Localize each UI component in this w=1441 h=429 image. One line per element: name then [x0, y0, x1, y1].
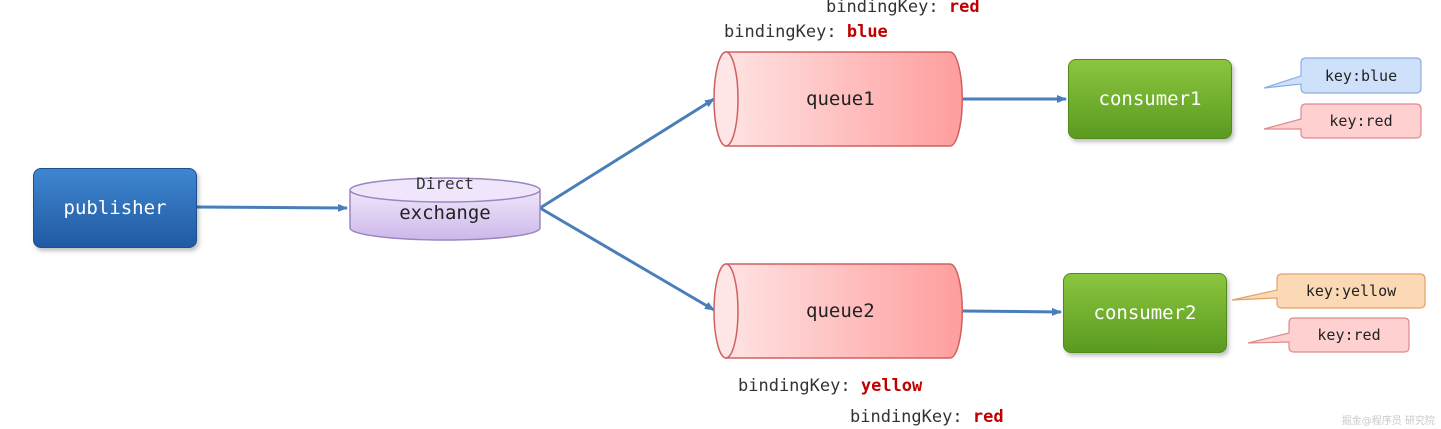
callout-consumer2-key-yellow: key:yellow: [1305, 282, 1397, 300]
callout-consumer2-key-red: key:red: [1317, 326, 1381, 344]
binding-key-value: red: [948, 0, 980, 17]
watermark: 掘金@程序员 研究院: [1341, 416, 1435, 427]
callout-shape-c2-yellow: [1231, 273, 1426, 309]
arrow-publisher-exchange: [195, 203, 348, 212]
arrow-exchange-queue2: [539, 206, 715, 312]
publisher-node: publisher: [33, 168, 197, 248]
callout-shape-c2-red: [1247, 317, 1410, 353]
binding-key-queue1-red: bindingKey: red: [826, 0, 980, 17]
binding-key-queue2-yellow: bindingKey: yellow: [738, 376, 922, 396]
consumer2-node: consumer2: [1063, 273, 1227, 353]
queue1-label: queue1: [806, 88, 875, 110]
binding-key-prefix: bindingKey:: [826, 0, 939, 17]
exchange-label: exchange: [399, 202, 491, 224]
callout-consumer1-key-red: key:red: [1329, 112, 1393, 130]
binding-key-value: blue: [846, 22, 888, 42]
consumer1-node: consumer1: [1068, 59, 1232, 139]
consumer1-label: consumer1: [1098, 88, 1202, 110]
queue2-label: queue2: [806, 300, 875, 322]
publisher-label: publisher: [63, 197, 167, 219]
binding-key-value: red: [972, 407, 1004, 427]
callout-shape-c1-red: [1263, 103, 1422, 139]
arrow-queue2-consumer2: [961, 307, 1062, 316]
binding-key-value: yellow: [860, 376, 923, 396]
queue2-cylinder: [713, 263, 964, 359]
queue1-cylinder: [713, 51, 964, 147]
exchange-type-label: Direct: [416, 174, 474, 193]
binding-key-prefix: bindingKey:: [738, 376, 851, 396]
exchange-cylinder: [349, 177, 541, 241]
binding-key-prefix: bindingKey:: [850, 407, 963, 427]
binding-key-queue1-blue: bindingKey: blue: [724, 22, 888, 42]
callout-consumer1-key-blue: key:blue: [1324, 66, 1398, 85]
consumer2-label: consumer2: [1093, 302, 1197, 324]
arrow-exchange-queue1: [539, 97, 715, 210]
binding-key-queue2-red: bindingKey: red: [850, 407, 1004, 427]
binding-key-prefix: bindingKey:: [724, 22, 837, 42]
callout-shape-c1-blue: [1263, 57, 1422, 94]
